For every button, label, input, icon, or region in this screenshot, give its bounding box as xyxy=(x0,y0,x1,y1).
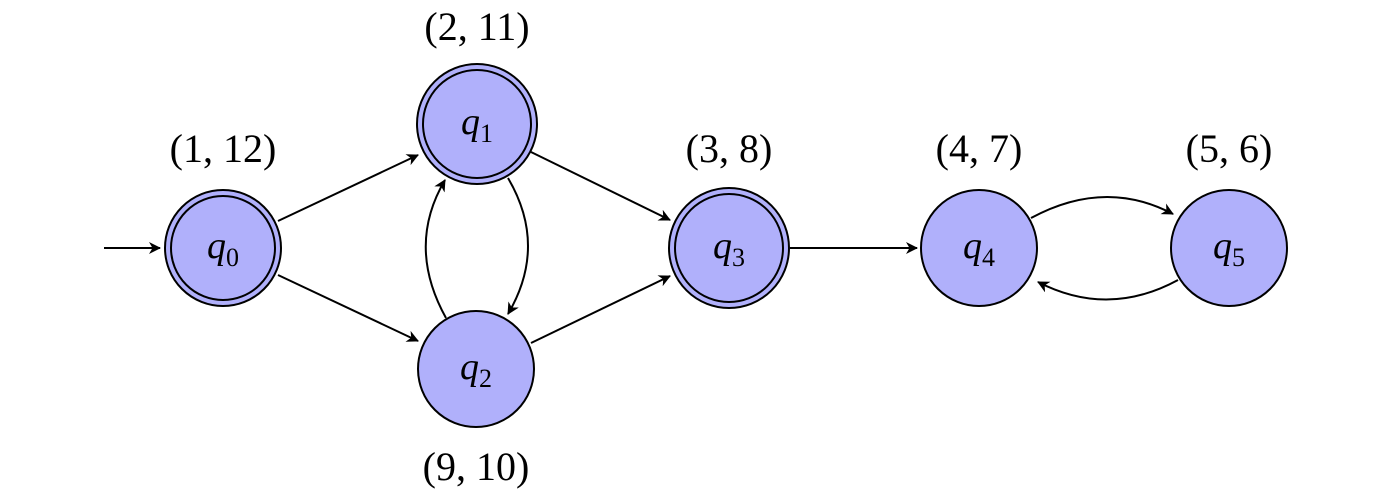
state-q4-name: q4 xyxy=(963,225,995,272)
state-q2-label: (9, 10) xyxy=(423,444,530,489)
state-q3-name: q3 xyxy=(713,225,745,272)
state-q2: q2 (9, 10) xyxy=(417,310,535,489)
state-q0: q0 (1, 12) xyxy=(164,126,282,307)
state-q5: q5 (5, 6) xyxy=(1170,126,1288,307)
state-q1-name: q1 xyxy=(461,101,493,148)
edge-q1-q3 xyxy=(530,151,671,221)
edge-q1-q2 xyxy=(507,177,529,315)
edge-q4-q5 xyxy=(1030,195,1174,219)
state-q3-label: (3, 8) xyxy=(686,126,773,171)
edge-q2-q3 xyxy=(530,275,671,344)
state-q4: q4 (4, 7) xyxy=(920,126,1038,307)
state-q0-label: (1, 12) xyxy=(170,126,277,171)
state-q1: q1 (2, 11) xyxy=(416,4,538,185)
edge-q2-q1 xyxy=(424,179,447,319)
state-q2-name: q2 xyxy=(460,346,492,393)
state-q5-label: (5, 6) xyxy=(1186,126,1273,171)
state-q1-label: (2, 11) xyxy=(424,4,529,49)
state-q5-name: q5 xyxy=(1213,225,1245,272)
state-q4-label: (4, 7) xyxy=(936,126,1023,171)
state-q0-name: q0 xyxy=(207,225,239,272)
edge-q0-q1 xyxy=(277,154,419,222)
state-q3: q3 (3, 8) xyxy=(668,126,790,309)
edge-q0-q2 xyxy=(277,274,419,342)
edge-q5-q4 xyxy=(1037,279,1179,301)
